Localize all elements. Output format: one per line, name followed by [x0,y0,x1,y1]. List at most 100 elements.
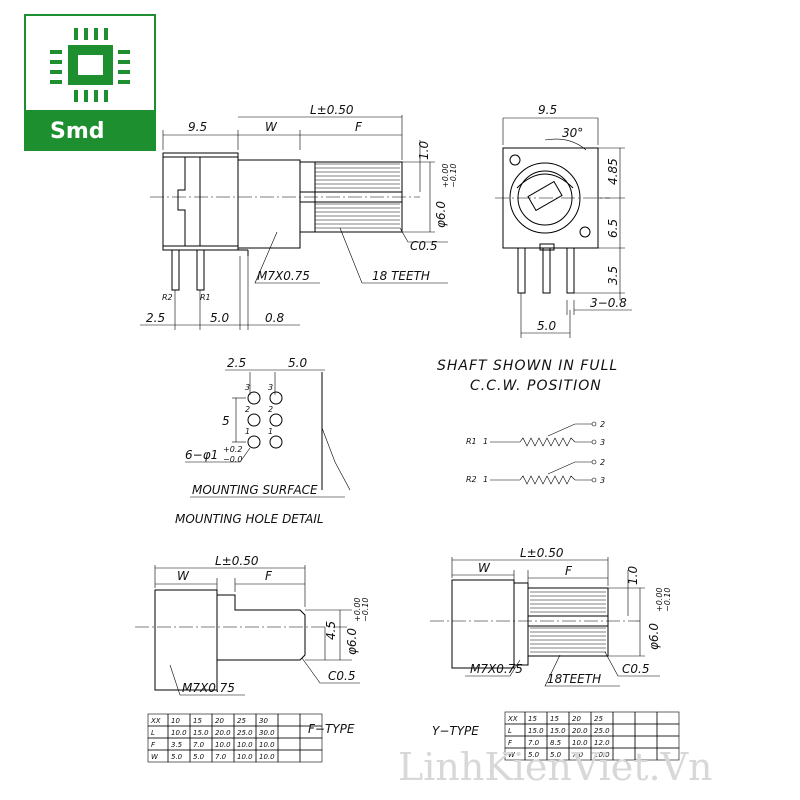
angle-label: 30° [562,126,583,140]
dim-body-label: 9.5 [188,120,207,134]
f-thread-label: M7X0.75 [182,681,235,695]
table-cell: 8.5 [550,739,562,747]
watermark-text: LinhKienViet.Vn [398,745,713,789]
hole-up-label: +0.2 [223,445,242,454]
table-cell: 7.0 [572,751,584,759]
hole-pin3-right: 3 [268,383,273,392]
y-dim-tip-label: 1.0 [626,566,640,585]
table-cell: 15.0 [193,729,209,737]
hole-spec-label: 6−φ1 [185,448,218,462]
schem-r2-label: R2 [466,475,477,484]
mounting-hole-detail: 2.5 5.0 3 3 2 2 1 1 5 6−φ1 +0.2 −0.0 MOU… [175,356,351,526]
table-cell: 10.0 [572,739,588,747]
wiring-schematic: R1 1 3 2 R2 1 3 2 [466,420,605,485]
dim-dia-label: φ6.0 [434,201,448,228]
y-type-view: L±0.50 W F 1.0 φ6.0 +0.00 −0.10 C0.5 M7X… [430,546,680,761]
schem-r2-p2: 2 [600,458,605,467]
dim-w-label: W [265,120,278,134]
shaft-note-line1: SHAFT SHOWN IN FULL [437,358,618,374]
teeth-label: 18 TEETH [372,269,430,283]
table-header-cell: 20 [215,717,224,725]
table-cell-border [299,737,323,751]
dim-08-label: 0.8 [265,311,284,325]
table-cell: 25.0 [237,729,253,737]
dim-f-label: F [355,120,363,134]
hole-pin3-left: 3 [245,383,250,392]
table-cell: 12.0 [594,739,610,747]
table-cell: 5.0 [193,753,205,761]
table-cell: 10.0 [237,741,253,749]
hole-pin1-left: 1 [245,427,250,436]
table-cell: 10.0 [215,741,231,749]
pin-r1-label: R1 [200,293,211,302]
f-type-label: F−TYPE [308,722,355,736]
table-cell: F [151,741,156,749]
hole-pin2-left: 2 [245,405,250,414]
chamfer-label: C0.5 [410,239,437,253]
table-cell: 5.0 [550,751,562,759]
schem-r2-p1: 1 [483,475,488,484]
table-cell: 10.0 [171,729,187,737]
f-tol-upper: +0.00 [353,597,362,622]
f-dim-f-label: F [265,569,273,583]
table-header-cell: 10 [171,717,180,725]
top-front-view: 9.5 30° 4.85 6.5 3.5 3−0.8 5.0 [495,103,632,338]
table-cell: 20.0 [572,727,588,735]
hole-low-label: −0.0 [223,455,242,464]
table-header-cell: 25 [237,717,246,725]
table-cell: 10.0 [594,751,610,759]
f-tol-lower: −0.10 [361,597,370,622]
y-tol-upper: +0.00 [655,587,664,612]
pin-r2-label: R2 [162,293,173,302]
table-cell: 10.0 [259,741,275,749]
table-header-cell: 15 [528,715,537,723]
table-cell-border [299,749,323,763]
table-cell: 20.0 [215,729,231,737]
table-cell: 7.0 [193,741,205,749]
front-width-label: 9.5 [538,103,557,117]
dim-485-label: 4.85 [606,158,620,185]
hole-dim-5-label: 5 [222,414,230,428]
f-dim-w-label: W [177,569,190,583]
mounting-hole-title: MOUNTING HOLE DETAIL [175,512,324,526]
table-cell: 25.0 [594,727,610,735]
y-chamfer-label: C0.5 [622,662,649,676]
table-cell: F [508,739,513,747]
table-header-cell: XX [150,717,161,725]
knurl-teeth [315,163,400,229]
y-dim-dia-label: φ6.0 [647,623,661,650]
table-cell: 7.0 [528,739,540,747]
schem-r1-label: R1 [466,437,477,446]
table-header-cell: 15 [193,717,202,725]
schem-r2-p3: 3 [600,476,605,485]
top-side-view: L±0.50 9.5 W F 1.0 φ6.0 +0.00 −0.10 C0.5… [140,103,458,330]
table-header-cell: 15 [550,715,559,723]
thread-label: M7X0.75 [257,269,310,283]
smd-logo: Smd [24,14,156,151]
table-cell: 10.0 [259,753,275,761]
dim-35-label: 3.5 [606,266,620,285]
table-header-cell: XX [507,715,518,723]
y-thread-label: M7X0.75 [470,662,523,676]
dim-50-label: 5.0 [210,311,229,325]
dim-65-label: 6.5 [606,219,620,238]
table-cell: 10.0 [237,753,253,761]
table-cell-border [612,723,636,737]
table-cell-border [634,723,658,737]
y-type-label: Y−TYPE [432,724,479,738]
y-dim-total-label: L±0.50 [520,546,564,560]
table-cell-border [656,711,680,725]
y-teeth-label: 18TEETH [547,672,601,686]
y-dim-w-label: W [478,561,491,575]
table-cell-border [277,725,301,739]
table-cell-border [277,749,301,763]
table-cell: W [508,751,516,759]
f-dim-total-label: L±0.50 [215,554,259,568]
table-cell: 3.5 [171,741,183,749]
table-header-cell: 20 [572,715,581,723]
table-cell: W [151,753,159,761]
y-dim-f-label: F [565,564,573,578]
hole-dim-25-label: 2.5 [227,356,246,370]
